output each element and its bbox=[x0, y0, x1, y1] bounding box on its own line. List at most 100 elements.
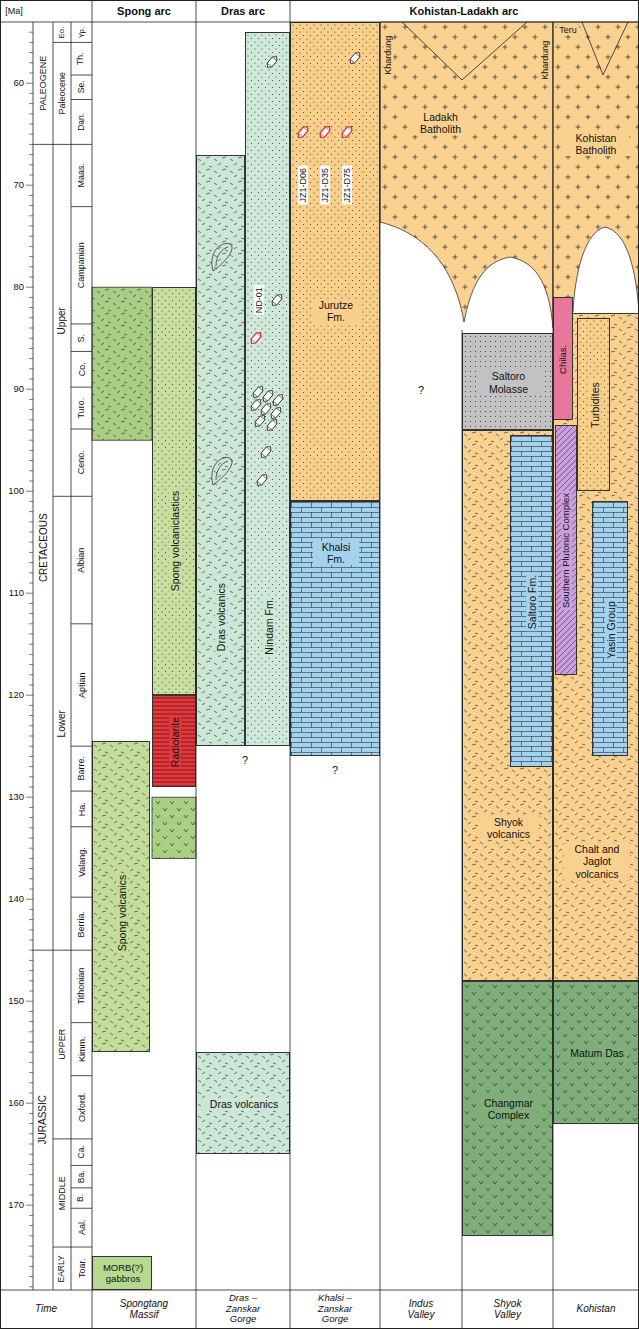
age-number: 150 bbox=[8, 996, 24, 1007]
epoch-name: EARLY bbox=[57, 1255, 67, 1282]
age-tick bbox=[29, 674, 33, 675]
age-number: 160 bbox=[8, 1098, 24, 1109]
grid-line bbox=[71, 1247, 92, 1248]
stage-name: Ceno. bbox=[76, 451, 86, 475]
stage-name: Dan. bbox=[77, 113, 87, 131]
age-tick bbox=[29, 307, 33, 308]
age-tick bbox=[29, 623, 33, 624]
age-tick bbox=[26, 491, 33, 492]
zircon-facet bbox=[267, 57, 277, 67]
footer-label: Shyok Valley bbox=[482, 1298, 534, 1321]
grid-line bbox=[71, 623, 92, 624]
unit-name: Nindam Fm. bbox=[262, 595, 274, 656]
zircon-body bbox=[270, 293, 284, 308]
age-tick bbox=[29, 430, 33, 431]
grid-line bbox=[71, 22, 72, 1290]
batholith-outline bbox=[553, 22, 639, 313]
rock-unit: Dras volcanics bbox=[196, 1052, 290, 1154]
zircon-icon bbox=[296, 125, 310, 140]
rock-unit: Saltoro Molasse bbox=[462, 333, 553, 430]
age-tick bbox=[29, 685, 33, 686]
epoch-name: Upper bbox=[56, 307, 68, 334]
zircon-icon bbox=[255, 473, 269, 488]
footer-label: Spongtang Massif bbox=[114, 1298, 174, 1321]
batholith-pattern bbox=[380, 22, 553, 328]
age-tick bbox=[26, 1103, 33, 1104]
stage-name: Berria. bbox=[76, 910, 86, 937]
age-tick bbox=[29, 929, 33, 930]
grid-line bbox=[0, 22, 639, 23]
age-tick bbox=[29, 878, 33, 879]
stage-name: Se. bbox=[77, 81, 87, 94]
unit-name: Kohistan Batholith bbox=[563, 132, 629, 156]
unit-name: Khalsi Fm. bbox=[313, 541, 359, 565]
age-tick bbox=[29, 297, 33, 298]
column-title: Spong arc bbox=[117, 5, 171, 18]
age-tick bbox=[29, 511, 33, 512]
grid-line bbox=[462, 330, 463, 1329]
age-tick bbox=[29, 1052, 33, 1053]
zircon-icon bbox=[253, 414, 267, 429]
age-tick bbox=[29, 73, 33, 74]
age-tick bbox=[29, 246, 33, 247]
grid-line bbox=[553, 22, 554, 1329]
age-tick bbox=[29, 746, 33, 747]
unit-name: Yasin Group bbox=[605, 599, 617, 661]
stage-name: Tithonian bbox=[76, 968, 86, 1005]
age-tick bbox=[29, 1042, 33, 1043]
grid-line bbox=[71, 496, 92, 497]
age-tick bbox=[29, 868, 33, 869]
age-tick bbox=[29, 583, 33, 584]
age-tick bbox=[26, 899, 33, 900]
unit-name: Ladakh Batholith bbox=[410, 111, 472, 135]
unit-name: Shyok volcanics bbox=[479, 816, 539, 840]
age-tick bbox=[29, 919, 33, 920]
age-tick bbox=[29, 1144, 33, 1145]
age-tick bbox=[29, 613, 33, 614]
zircon-icon bbox=[259, 402, 273, 417]
zircon-facet bbox=[261, 404, 271, 414]
grid-line bbox=[53, 950, 71, 951]
age-tick bbox=[29, 1266, 33, 1267]
sample-label: JZ1-D06 bbox=[298, 166, 308, 205]
grid-line bbox=[33, 22, 34, 1290]
grid-line bbox=[71, 99, 92, 100]
age-tick bbox=[29, 42, 33, 43]
age-tick bbox=[29, 226, 33, 227]
grid-line bbox=[71, 791, 92, 792]
age-tick bbox=[29, 1215, 33, 1216]
age-tick bbox=[29, 532, 33, 533]
zircon-icon bbox=[259, 445, 273, 460]
zircon-icon bbox=[265, 418, 279, 433]
age-tick bbox=[29, 501, 33, 502]
age-tick bbox=[29, 807, 33, 808]
zircon-body bbox=[259, 402, 273, 417]
zircon-body bbox=[271, 393, 285, 408]
age-number: 80 bbox=[13, 282, 24, 293]
period-name: PALEOGENE bbox=[38, 56, 48, 111]
column-title: Kohistan-Ladakh arc bbox=[410, 5, 519, 18]
grid-line bbox=[196, 0, 197, 1329]
age-tick bbox=[29, 1195, 33, 1196]
zircon-icon bbox=[261, 389, 275, 404]
age-tick bbox=[29, 766, 33, 767]
zircon-icon bbox=[348, 51, 362, 66]
zircon-facet bbox=[251, 333, 261, 343]
age-tick bbox=[29, 827, 33, 828]
unit-name: Saltoro Fm. bbox=[526, 573, 538, 631]
unit-name: Spong volcaniclastics bbox=[169, 489, 181, 593]
age-tick bbox=[29, 1123, 33, 1124]
age-number: 170 bbox=[8, 1200, 24, 1211]
zircon-body bbox=[261, 389, 275, 404]
stage-name: Campanian bbox=[76, 242, 86, 288]
age-tick bbox=[26, 593, 33, 594]
age-tick bbox=[29, 991, 33, 992]
age-tick bbox=[29, 62, 33, 63]
unit-name: Spong volcanics bbox=[116, 873, 128, 953]
zircon-icon bbox=[265, 55, 279, 70]
batholith-outline bbox=[380, 22, 553, 328]
unit-name: Matum Das bbox=[567, 1047, 627, 1059]
age-tick bbox=[29, 644, 33, 645]
age-tick bbox=[29, 980, 33, 981]
axis-unit: [Ma] bbox=[5, 6, 23, 16]
